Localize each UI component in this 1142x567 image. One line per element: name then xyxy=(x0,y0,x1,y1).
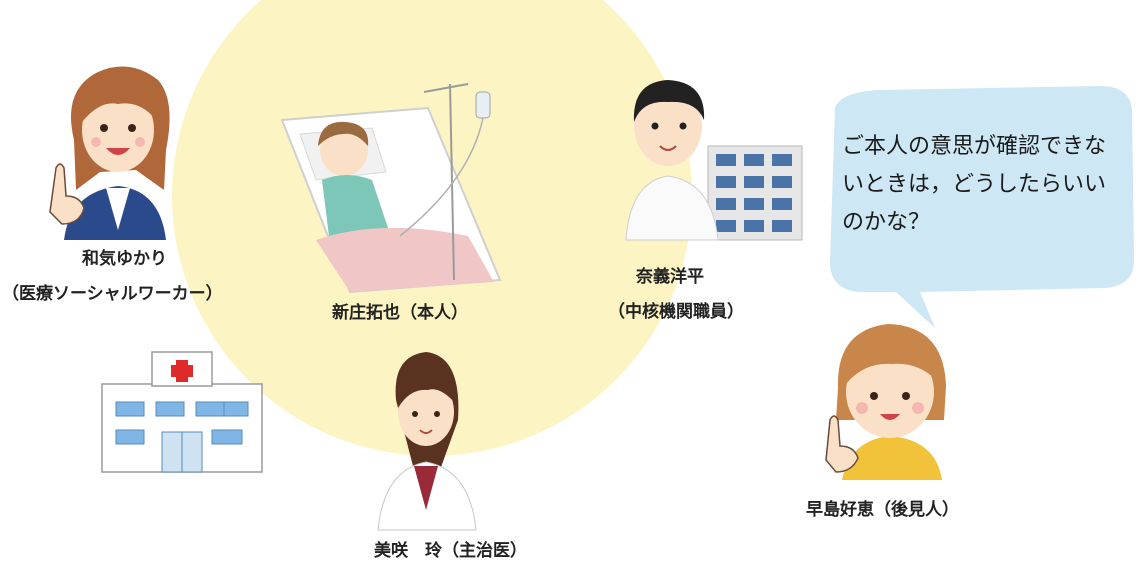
patient-in-bed-figure xyxy=(280,83,502,294)
staff-name: 奈義洋平 xyxy=(636,267,704,287)
social-worker-role: （医療ソーシャルワーカー） xyxy=(2,284,223,304)
guardian-name-role: 早島好恵（後見人） xyxy=(806,500,959,520)
iv-drip-icon xyxy=(475,91,491,119)
doctor-figure xyxy=(377,352,477,531)
staff-figure xyxy=(625,80,719,241)
speech-bubble-text: ご本人の意思が確認できな いときは，どうしたらいい のかな？ xyxy=(842,128,1112,242)
speech-line-2: いときは，どうしたらいい xyxy=(842,172,1107,197)
speech-line-3: のかな？ xyxy=(842,210,931,235)
hospital-icon xyxy=(101,351,263,473)
doctor-name-role: 美咲 玲（主治医） xyxy=(374,541,527,561)
office-building-icon xyxy=(707,145,803,241)
social-worker-name: 和気ゆかり xyxy=(82,249,167,269)
iv-stand xyxy=(449,83,455,281)
speech-line-1: ご本人の意思が確認できな xyxy=(842,134,1107,159)
social-worker-figure xyxy=(49,66,170,240)
patient-name-role: 新庄拓也（本人） xyxy=(332,303,468,323)
speech-bubble xyxy=(830,86,1134,328)
staff-role: （中核機関職員） xyxy=(608,302,744,322)
guardian-figure xyxy=(825,324,946,480)
